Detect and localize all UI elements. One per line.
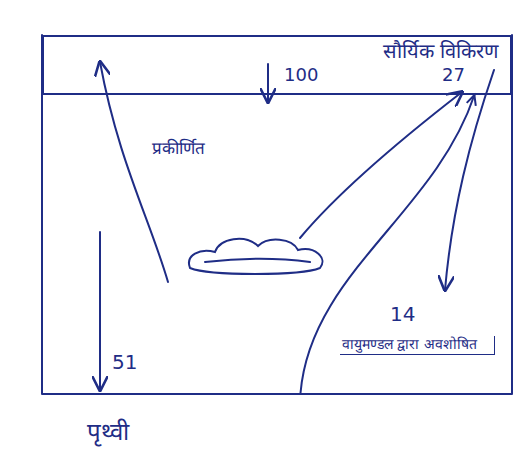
ground-arrow [99, 232, 101, 390]
cloud [189, 239, 322, 274]
callout-number: 100 [282, 64, 320, 87]
absorbed-arrow [445, 70, 494, 290]
node-text: सौर्यिक विकिरण [381, 39, 500, 64]
incoming-arrow [267, 64, 269, 102]
callout-number: 14 [388, 302, 417, 327]
cloud-line [205, 259, 310, 262]
earth-ground: पृथ्वी [42, 393, 512, 465]
scattered-label: प्रकीर्णित [150, 138, 207, 159]
absorbed-label: वायुमण्डल द्वारा अवशोषित [340, 336, 495, 355]
callout-number: 27 [440, 64, 467, 87]
callout-number: 51 [110, 350, 139, 375]
node-text: पृथ्वी [85, 417, 131, 447]
scattered-arrow [100, 62, 168, 282]
